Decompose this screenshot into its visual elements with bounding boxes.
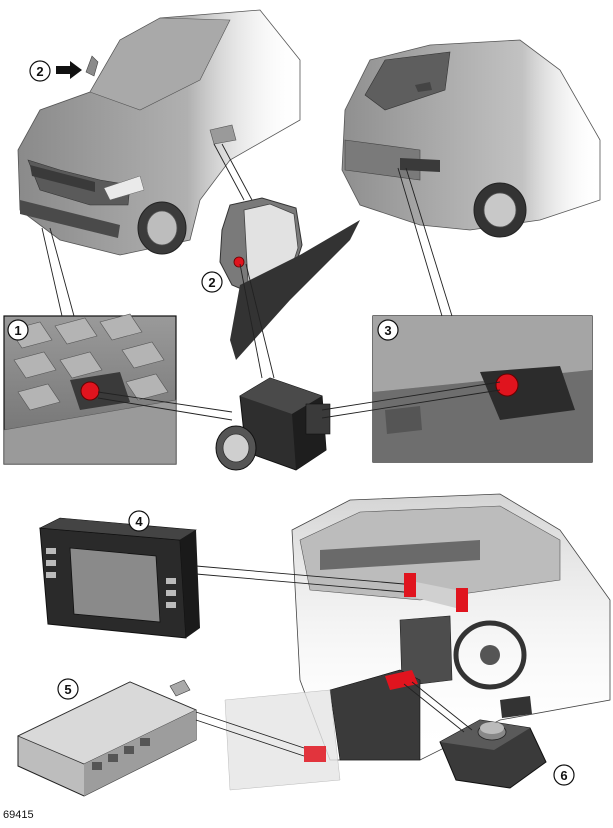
- inset-panel-3: [372, 315, 593, 463]
- callout-1-label: 1: [14, 323, 21, 338]
- leader-lines: [41, 143, 501, 757]
- front-vehicle: [17, 9, 301, 256]
- control-module: [17, 679, 197, 797]
- rear-vehicle: [341, 39, 601, 238]
- callout-5-label: 5: [64, 682, 71, 697]
- callout-6: 6: [553, 764, 575, 786]
- callout-2-mirror: 2: [201, 271, 223, 293]
- reference-number: 69415: [3, 809, 34, 821]
- callout-1: 1: [7, 319, 29, 341]
- callout-5: 5: [57, 678, 79, 700]
- callout-4-label: 4: [135, 514, 143, 529]
- callout-3-label: 3: [384, 323, 391, 338]
- callout-2-mirror-label: 2: [208, 275, 215, 290]
- inset-panel-1: [3, 313, 177, 465]
- rotary-controller: [439, 719, 547, 789]
- dashboard-interior: [224, 493, 611, 791]
- callout-3: 3: [377, 319, 399, 341]
- camera-unit: [215, 377, 331, 471]
- callout-6-label: 6: [560, 768, 567, 783]
- callout-2-top: 2: [29, 60, 51, 82]
- display-module: [38, 517, 200, 639]
- door-mirror: [219, 197, 360, 360]
- callout-4: 4: [128, 510, 150, 532]
- arrow-right-icon: [56, 61, 82, 79]
- callout-2-top-label: 2: [36, 64, 43, 79]
